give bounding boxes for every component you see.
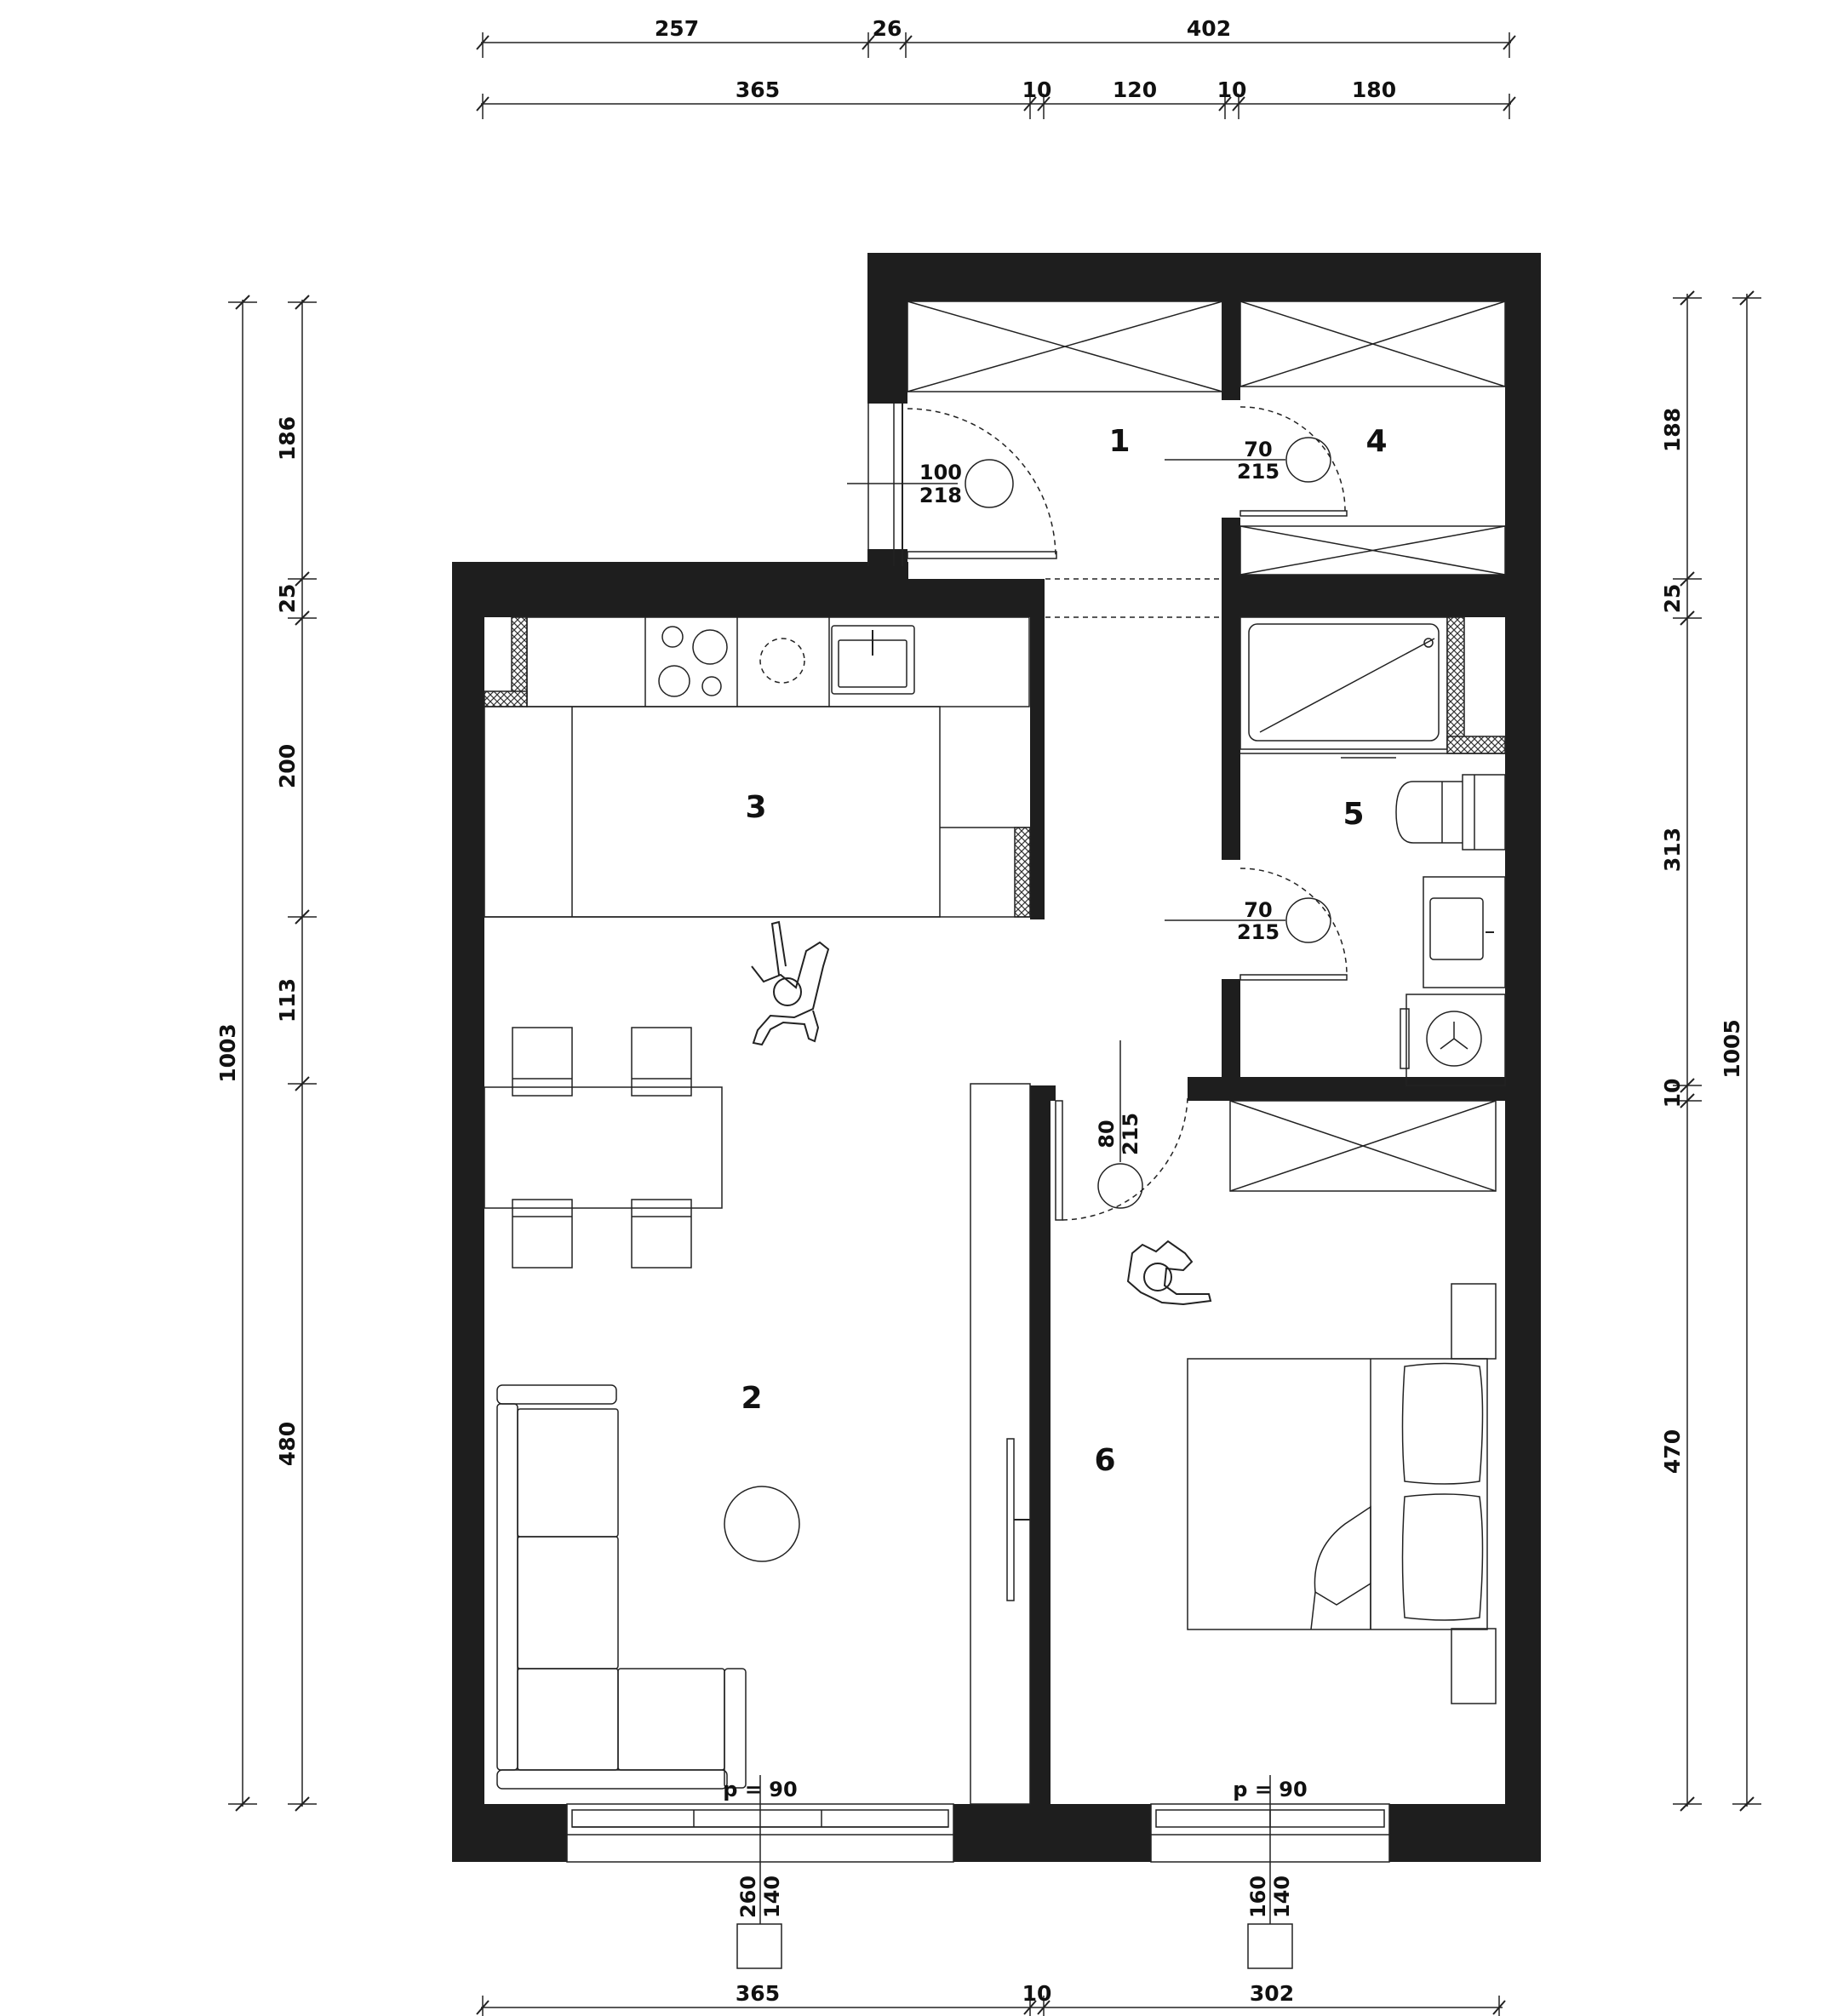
room6-door-width: 80 xyxy=(1095,1120,1119,1148)
window-bedroom-sill: p = 90 xyxy=(1233,1778,1307,1801)
dim-right-470: 470 xyxy=(1660,1429,1685,1474)
hob-icon xyxy=(658,626,728,697)
room-number-4: 4 xyxy=(1365,424,1387,459)
plate-icon xyxy=(759,638,805,684)
kitchen xyxy=(484,616,1031,918)
washing-machine-icon xyxy=(1400,994,1506,1086)
washbasin-icon xyxy=(1423,876,1506,988)
window-living-sill: p = 90 xyxy=(723,1778,797,1801)
window-living: p = 90 260 140 xyxy=(566,1775,954,1969)
window-living-width: 140 xyxy=(760,1876,784,1918)
dim-top-257: 257 xyxy=(655,16,699,41)
room6-door-height: 215 xyxy=(1119,1113,1142,1155)
dim-top-120: 120 xyxy=(1113,77,1157,102)
entrance-door-height: 218 xyxy=(919,484,962,507)
toilet-icon xyxy=(1395,774,1506,850)
room5-door-height: 215 xyxy=(1237,920,1280,944)
room-number-1: 1 xyxy=(1108,424,1130,459)
walls xyxy=(452,253,1541,1862)
dim-left-25: 25 xyxy=(275,584,300,614)
bed-icon xyxy=(1187,1283,1497,1704)
room6-door[interactable]: 80 215 xyxy=(1055,1040,1188,1221)
person-icon xyxy=(1126,1240,1212,1306)
room5-door[interactable]: 70 215 xyxy=(1165,868,1348,981)
room4-door-width: 70 xyxy=(1244,438,1272,461)
dim-left-480: 480 xyxy=(275,1422,300,1466)
entrance-door[interactable]: 100 218 xyxy=(847,404,1057,566)
dim-left-200: 200 xyxy=(275,744,300,788)
wardrobe-room4-bottom xyxy=(1239,525,1506,576)
dim-top-180: 180 xyxy=(1352,77,1396,102)
dining-table xyxy=(484,1027,723,1269)
dim-top-402: 402 xyxy=(1187,16,1231,41)
room-number-6: 6 xyxy=(1094,1443,1115,1478)
dim-left-total: 1003 xyxy=(215,1023,240,1083)
dim-right-10: 10 xyxy=(1660,1079,1685,1108)
dim-bottom-365: 365 xyxy=(736,1981,780,2006)
dim-left-113: 113 xyxy=(275,978,300,1022)
window-bedroom-height: 160 xyxy=(1246,1876,1270,1918)
window-bedroom-width: 140 xyxy=(1270,1876,1294,1918)
dim-top-10b: 10 xyxy=(1217,77,1247,102)
dim-top-10a: 10 xyxy=(1022,77,1052,102)
dim-right-188: 188 xyxy=(1660,408,1685,452)
dim-top-26: 26 xyxy=(873,16,902,41)
sink-icon xyxy=(831,625,915,695)
room4-door-height: 215 xyxy=(1237,460,1280,484)
top-dimension-row-1: 257 26 402 xyxy=(476,16,1516,58)
entrance-door-width: 100 xyxy=(919,461,962,484)
window-living-height: 260 xyxy=(736,1876,760,1918)
room4-door[interactable]: 70 215 xyxy=(1165,406,1348,517)
dim-left-186: 186 xyxy=(275,416,300,461)
coffee-table xyxy=(724,1486,800,1562)
dim-right-25: 25 xyxy=(1660,584,1685,614)
room-number-3: 3 xyxy=(745,790,766,825)
room-number-2: 2 xyxy=(741,1381,762,1416)
dim-top-365: 365 xyxy=(736,77,780,102)
wardrobe-room6 xyxy=(1229,1100,1497,1192)
left-dimension-outer: 1003 xyxy=(215,295,257,1812)
window-bedroom: p = 90 160 140 xyxy=(1150,1775,1390,1969)
dim-bottom-302: 302 xyxy=(1250,1981,1294,2006)
top-dimension-row-2: 365 10 120 10 180 xyxy=(476,77,1516,119)
sofa-icon xyxy=(496,1384,747,1790)
room-number-5: 5 xyxy=(1343,797,1364,832)
dim-right-313: 313 xyxy=(1660,828,1685,872)
wardrobe-room4-top xyxy=(1239,301,1506,387)
room5-door-width: 70 xyxy=(1244,898,1272,922)
bottom-dimension-row: 365 10 302 xyxy=(476,1981,1506,2016)
right-dimension-outer: 1005 xyxy=(1720,290,1761,1812)
dim-right-total: 1005 xyxy=(1720,1019,1744,1079)
bathtub-icon xyxy=(1239,616,1448,759)
wardrobe-room1 xyxy=(907,301,1223,392)
left-dimension-inner: 186 25 200 113 480 xyxy=(275,295,317,1812)
right-dimension-inner: 188 25 313 10 470 xyxy=(1660,290,1702,1812)
dim-bottom-10: 10 xyxy=(1022,1981,1052,2006)
person-icon xyxy=(751,920,830,1046)
tv-icon xyxy=(970,1083,1031,1805)
